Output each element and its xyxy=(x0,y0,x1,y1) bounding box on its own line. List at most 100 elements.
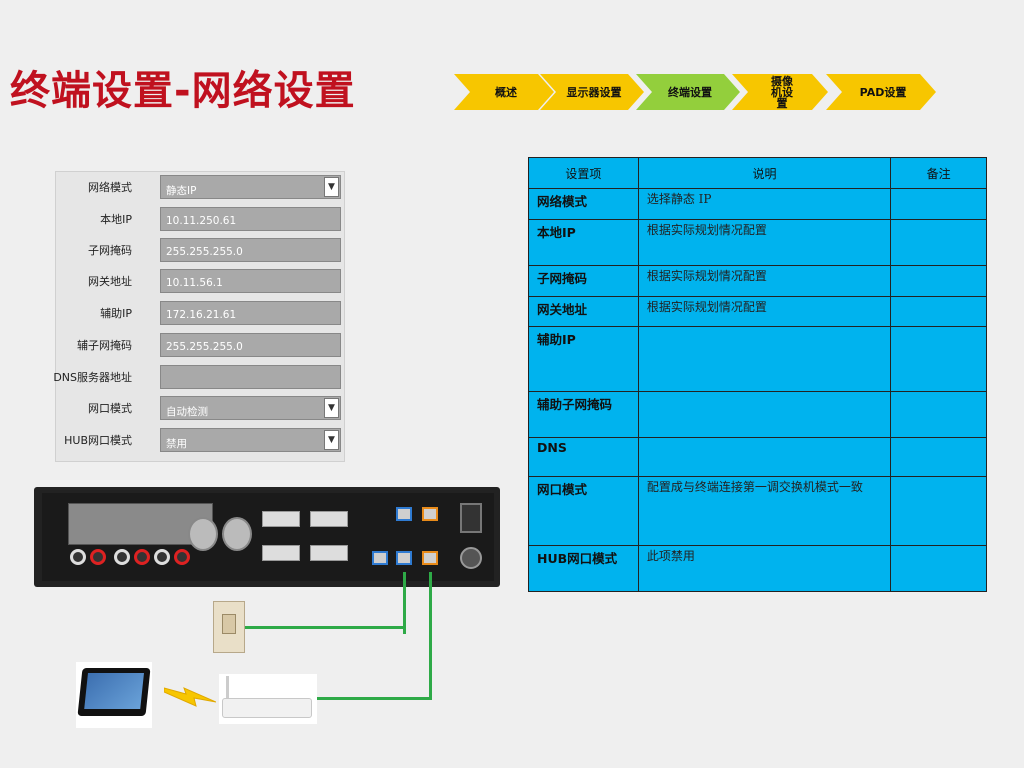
field-label: DNS服务器地址 xyxy=(53,371,132,384)
table-cell-item: 辅助子网掩码 xyxy=(528,391,639,438)
field-value: 自动检测 xyxy=(166,406,208,418)
table-cell-desc: 配置成与终端连接第一调交换机模式一致 xyxy=(637,476,892,546)
table-cell-item: HUB网口模式 xyxy=(528,545,639,592)
table-cell-desc xyxy=(637,437,892,477)
aux-ip-field[interactable]: 172.16.21.61 xyxy=(160,301,341,325)
table-cell-item: 本地IP xyxy=(528,219,639,266)
form-row-network-mode: 网络模式 静态IP▼ xyxy=(56,175,346,201)
rca-port xyxy=(154,549,170,565)
xlr-mic-port xyxy=(188,517,218,551)
ethernet-port xyxy=(396,507,412,521)
table-cell-desc xyxy=(637,326,892,392)
table-header: 设置项 xyxy=(528,157,639,189)
chevron-down-icon[interactable]: ▼ xyxy=(324,177,339,197)
hub-port-mode-select[interactable]: 禁用 ▼ xyxy=(160,428,341,452)
table-cell-desc: 根据实际规划情况配置 xyxy=(637,219,892,266)
local-ip-field[interactable]: 10.11.250.61 xyxy=(160,207,341,231)
field-value: 255.255.255.0 xyxy=(166,341,243,353)
router-antenna xyxy=(226,676,229,700)
table-cell-note xyxy=(890,296,987,327)
step-label: 显示器设置 xyxy=(566,85,622,99)
table-cell-desc: 此项禁用 xyxy=(637,545,892,592)
ethernet-port xyxy=(422,551,438,565)
chevron-down-icon[interactable]: ▼ xyxy=(324,398,339,418)
table-row: 网络模式 选择静态 IP xyxy=(528,188,987,220)
rca-port xyxy=(90,549,106,565)
field-value: 255.255.255.0 xyxy=(166,246,243,258)
power-switch xyxy=(460,503,482,533)
table-row: DNS xyxy=(528,437,987,477)
table-cell-note xyxy=(890,437,987,477)
dvi-port xyxy=(310,545,348,561)
table-cell-note xyxy=(890,545,987,592)
table-cell-note xyxy=(890,326,987,392)
cable-line xyxy=(315,697,432,700)
rear-panel-face xyxy=(42,493,494,581)
step-label: PAD设置 xyxy=(859,85,907,99)
field-value: 10.11.56.1 xyxy=(166,277,223,289)
rca-port xyxy=(70,549,86,565)
form-row-local-ip: 本地IP 10.11.250.61 xyxy=(56,207,346,233)
gateway-field[interactable]: 10.11.56.1 xyxy=(160,269,341,293)
field-value: 禁用 xyxy=(166,438,187,450)
form-row-aux-subnet: 辅子网掩码 255.255.255.0 xyxy=(56,333,346,359)
lightning-bolt-icon xyxy=(164,687,216,707)
ethernet-port xyxy=(422,507,438,521)
dns-field[interactable] xyxy=(160,365,341,389)
field-value: 10.11.250.61 xyxy=(166,215,237,227)
step-label: 摄像机设置 xyxy=(771,74,793,110)
network-mode-select[interactable]: 静态IP▼ xyxy=(160,175,341,199)
settings-table: 设置项 说明 备注 网络模式 选择静态 IP 本地IP 根据实际规划情况配置 子… xyxy=(528,157,987,592)
wall-jack-socket xyxy=(222,614,236,634)
table-cell-desc: 根据实际规划情况配置 xyxy=(637,265,892,297)
table-cell-item: 辅助IP xyxy=(528,326,639,392)
step-flow: 概述 显示器设置 终端设置 摄像机设置 PAD设置 xyxy=(454,74,954,110)
table-cell-note xyxy=(890,391,987,438)
chevron-down-icon[interactable]: ▼ xyxy=(324,430,339,450)
subnet-mask-field[interactable]: 255.255.255.0 xyxy=(160,238,341,262)
table-cell-item: 子网掩码 xyxy=(528,265,639,297)
step-terminal[interactable]: 终端设置 xyxy=(636,74,740,110)
table-row: 网口模式 配置成与终端连接第一调交换机模式一致 xyxy=(528,476,987,546)
power-socket xyxy=(460,547,482,569)
field-label: 子网掩码 xyxy=(88,244,132,257)
field-value: 172.16.21.61 xyxy=(166,309,237,321)
dvi-port xyxy=(262,511,300,527)
page-title: 终端设置-网络设置 xyxy=(10,68,356,114)
table-cell-note xyxy=(890,188,987,220)
field-label: 网络模式 xyxy=(88,181,132,194)
table-row: 子网掩码 根据实际规划情况配置 xyxy=(528,265,987,297)
form-row-dns: DNS服务器地址 xyxy=(53,365,346,391)
field-label: 辅助IP xyxy=(100,307,132,320)
tablet-screen xyxy=(84,673,144,709)
table-row: 网关地址 根据实际规划情况配置 xyxy=(528,296,987,327)
step-display[interactable]: 显示器设置 xyxy=(540,74,644,110)
field-label: 本地IP xyxy=(100,213,132,226)
field-label: HUB网口模式 xyxy=(64,434,132,447)
dvi-port xyxy=(262,545,300,561)
dvi-port xyxy=(310,511,348,527)
step-label: 终端设置 xyxy=(668,85,712,99)
port-mode-select[interactable]: 自动检测 ▼ xyxy=(160,396,341,420)
step-camera[interactable]: 摄像机设置 xyxy=(732,74,828,110)
form-row-aux-ip: 辅助IP 172.16.21.61 xyxy=(56,301,346,327)
field-label: 网口模式 xyxy=(88,402,132,415)
table-cell-note xyxy=(890,265,987,297)
table-header: 说明 xyxy=(637,157,892,189)
ethernet-port xyxy=(396,551,412,565)
step-overview[interactable]: 概述 xyxy=(454,74,554,110)
tablet-device xyxy=(77,668,151,716)
rca-port xyxy=(174,549,190,565)
cable-line xyxy=(403,572,406,634)
step-pad[interactable]: PAD设置 xyxy=(826,74,936,110)
table-cell-note xyxy=(890,476,987,546)
table-header: 备注 xyxy=(890,157,987,189)
cable-line xyxy=(245,626,405,629)
form-row-hub-port-mode: HUB网口模式 禁用 ▼ xyxy=(56,428,346,454)
ethernet-port xyxy=(372,551,388,565)
table-header-row: 设置项 说明 备注 xyxy=(528,157,987,189)
form-row-subnet-mask: 子网掩码 255.255.255.0 xyxy=(56,238,346,264)
table-cell-desc: 根据实际规划情况配置 xyxy=(637,296,892,327)
aux-subnet-field[interactable]: 255.255.255.0 xyxy=(160,333,341,357)
wall-jack xyxy=(213,601,245,653)
